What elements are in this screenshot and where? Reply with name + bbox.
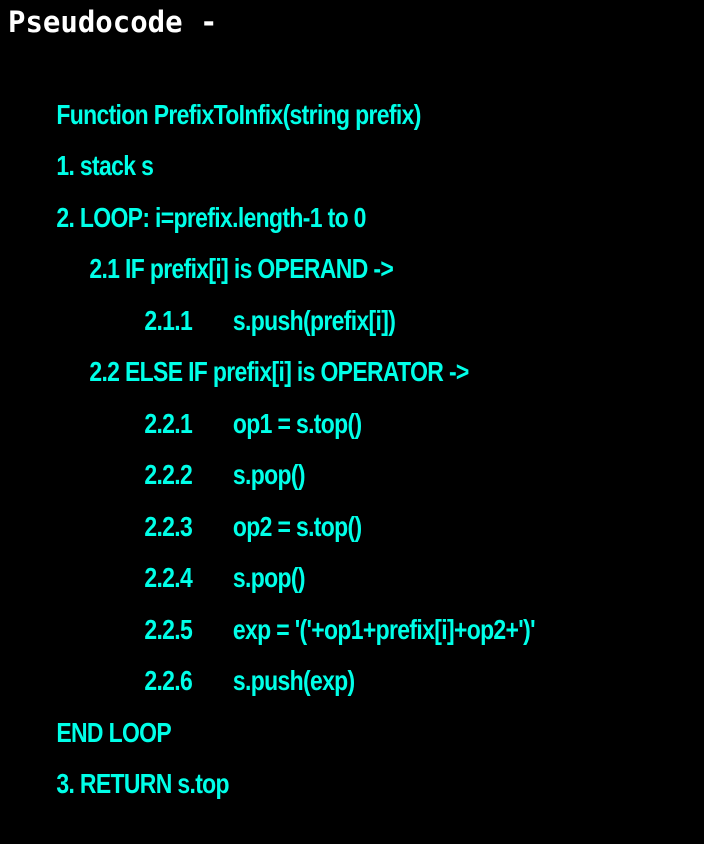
step-number: 2.2.1 <box>144 408 193 439</box>
code-text: 2.2 ELSE IF prefix[i] is OPERATOR -> <box>89 356 469 387</box>
step-number: 2.2.2 <box>144 459 193 490</box>
code-text: END LOOP <box>56 717 172 748</box>
code-line-2: 2. LOOP: i=prefix.length-1 to 0 <box>22 158 366 233</box>
code-text: op1 = s.top() <box>232 408 362 439</box>
code-text: 2. LOOP: i=prefix.length-1 to 0 <box>56 202 366 233</box>
code-line-2-1-1: 2.1.1 s.push(prefix[i]) <box>110 261 396 336</box>
code-line-1: 1. stack s <box>22 106 154 181</box>
pseudocode-heading: Pseudocode - <box>8 5 218 39</box>
function-signature-line: Function PrefixToInfix(string prefix) <box>22 55 421 130</box>
code-line-end-loop: END LOOP <box>22 673 171 748</box>
code-text: s.pop() <box>232 459 306 490</box>
code-line-2-1: 2.1 IF prefix[i] is OPERAND -> <box>55 209 393 284</box>
code-text: exp = '('+op1+prefix[i]+op2+')' <box>232 614 536 645</box>
step-number: 2.1.1 <box>144 305 193 336</box>
step-number: 2.2.6 <box>144 665 193 696</box>
code-line-2-2: 2.2 ELSE IF prefix[i] is OPERATOR -> <box>55 312 469 387</box>
code-line-2-2-2: 2.2.2 s.pop() <box>110 415 305 490</box>
code-line-2-2-4: 2.2.4 s.pop() <box>110 518 305 593</box>
step-number: 2.2.4 <box>144 562 193 593</box>
code-text: s.push(prefix[i]) <box>232 305 396 336</box>
code-line-2-2-3: 2.2.3 op2 = s.top() <box>110 467 362 542</box>
code-text: 1. stack s <box>56 150 154 181</box>
code-text: 2.1 IF prefix[i] is OPERAND -> <box>89 253 394 284</box>
step-number: 2.2.3 <box>144 511 193 542</box>
code-line-3: 3. RETURN s.top <box>22 724 229 799</box>
code-line-2-2-5: 2.2.5 exp = '('+op1+prefix[i]+op2+')' <box>110 570 535 645</box>
code-line-2-2-6: 2.2.6 s.push(exp) <box>110 621 355 696</box>
code-text: s.push(exp) <box>232 665 355 696</box>
code-line-2-2-1: 2.2.1 op1 = s.top() <box>110 364 362 439</box>
step-number: 2.2.5 <box>144 614 193 645</box>
pseudocode-page: Pseudocode - Function PrefixToInfix(stri… <box>8 5 536 799</box>
code-text: Function PrefixToInfix(string prefix) <box>56 99 421 130</box>
code-text: 3. RETURN s.top <box>56 768 229 799</box>
code-text: s.pop() <box>232 562 306 593</box>
code-text: op2 = s.top() <box>232 511 362 542</box>
